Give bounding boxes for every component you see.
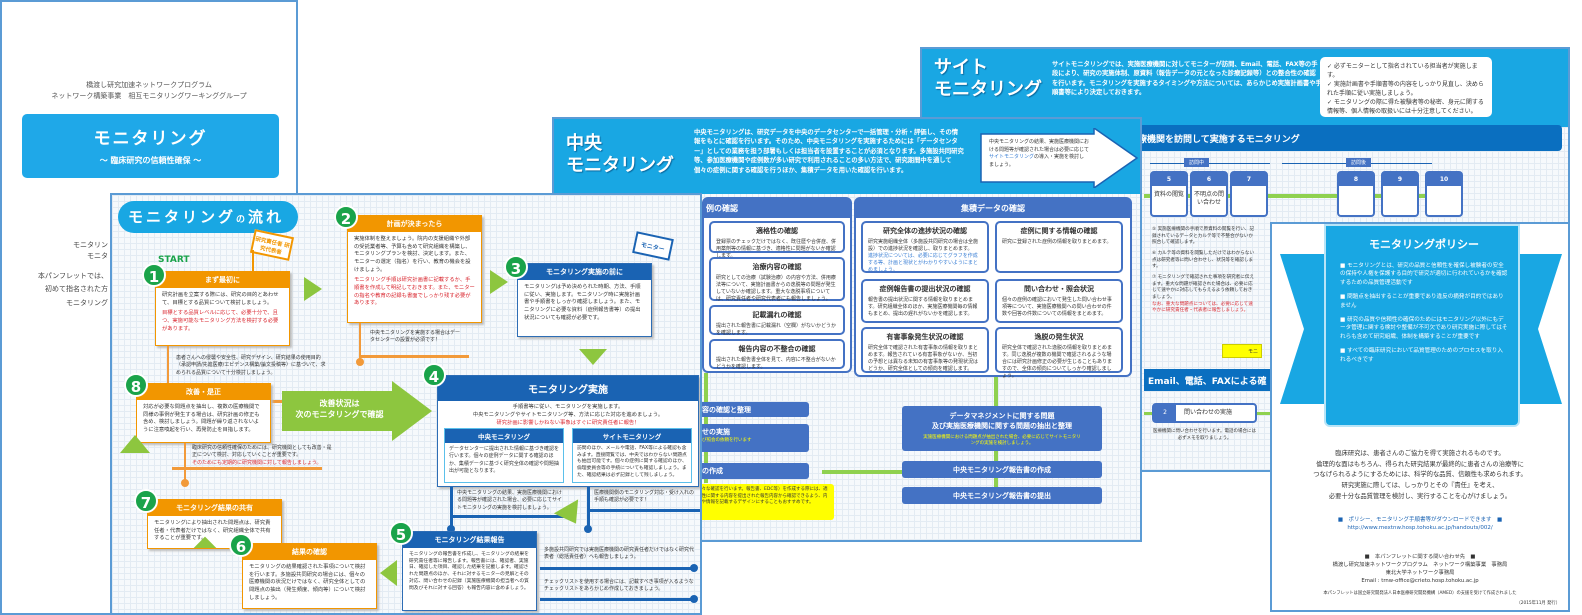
case-confirmation-panel: 例の確認 適格性の確認登録票のチェックだけではなく、既往歴や合併症、併用薬剤等の… [702, 197, 852, 373]
arrow-1-to-2 [304, 277, 322, 301]
aggregate-data-panel: 集積データの確認 研究全体の進捗状況の確認研究実施組織全体（多施設共同研究の場合… [854, 197, 1132, 379]
monitor-flag: モニター [632, 231, 674, 261]
step-7-number: 7 [134, 489, 158, 513]
cover-title: モニタリング [93, 129, 208, 149]
download-info: ■ ポリシー、モニタリング手順書等がダウンロードできます ■ http://ww… [1337, 517, 1503, 532]
step-5-note-1: 多施設共同研究では実施医療機関の研究責任者だけではなく研究代表者（総括責任者）へ… [544, 547, 695, 561]
policy-page: モニタリングポリシー ■ モニタリングとは、研究の品質と信頼性を確保し被験者の安… [1270, 222, 1570, 612]
step-10: 10 [1425, 171, 1463, 217]
data-management-issues: データマネジメントに関する問題及び実施医療機関に関する問題の抽出と整理 実施医療… [902, 406, 1102, 451]
contact-info: ■ 本パンフレットに関する問い合わせ先 ■橋渡し研究加速ネットワークプログラム … [1332, 554, 1508, 584]
publish-date: （2015年11月 発行） [1516, 601, 1560, 606]
report-create-bar-left: の作成 [699, 463, 809, 479]
central-header: 中央モニタリング 中央モニタリングは、研究データを中央のデータセンターで一括管理… [554, 119, 1140, 194]
step-8: 8 [1337, 171, 1375, 217]
flow-title: モニタリングの流れ [118, 201, 298, 233]
arrow-2-to-3 [490, 270, 508, 294]
site-header: サイトモニタリング サイトモニタリングでは、実施医療機関に対してモニターが訪問、… [922, 49, 1568, 127]
inquiry-note: 医療機関に問い合わせを行います。電話の場合には必ずメモを取りましょう。 [1152, 429, 1257, 441]
central-report-create: 中央モニタリング報告書の作成 [902, 461, 1102, 478]
central-title: 中央モニタリング [566, 133, 674, 176]
arrow-5-to-6 [380, 560, 397, 586]
site-monitoring-sub: サイトモニタリング訪問のほか、メールや電話、FAX等による確認も含みます。直接閲… [572, 428, 692, 483]
site-checklist: ✓ 必ずモニターとして指名されている担当者が実施します。✓ 実施計画書や手順書等… [1320, 57, 1492, 117]
step-7-box: モニタリング結果の共有モニタリングにより抽出された問題点は、研究責任者・代表者だ… [147, 499, 282, 549]
step-3-box: モニタリング実施の前にモニタリングは予め決められた時期、方法、手順に従い、実施し… [517, 263, 652, 337]
download-link[interactable]: http://www.mextnw.hosp.tohoku.ac.jp/hand… [1347, 525, 1493, 532]
central-monitoring-sub: 中央モニタリングデータセンターに提出された情報に基づき確認を行います。個々の症例… [444, 428, 564, 483]
step-4-box: モニタリング実施 手順書等に従い、モニタリングを実施します。中央モニタリングやサ… [437, 375, 699, 487]
cover-organization: 橋渡し研究加速ネットワークプログラムネットワーク構築事業 相互モニタリングワーキ… [51, 81, 247, 100]
yellow-tag: モニ [1222, 344, 1262, 358]
central-description: 中央モニタリングは、研究データを中央のデータセンターで一括管理・分析・評価し、そ… [694, 129, 964, 174]
step-9: 9 [1381, 171, 1419, 217]
pi-flag: 研究責任者 研究代表者 [249, 229, 295, 261]
step-5-note-2: チェックリストを使用する場合には、記載すべき事項が入るようなチェックリストをあら… [544, 579, 694, 593]
cover-intro: 本パンフレットでは、初めて指名された方モニタリング [37, 272, 108, 307]
policy-bullets: ■ モニタリングとは、研究の品質と信頼性を確保し被験者の安全の保持や人権を保護す… [1340, 263, 1508, 363]
step-2-number: 2 [334, 205, 358, 229]
site-description: サイトモニタリングでは、実施医療機関に対してモニターが訪問、Email、電話、F… [1052, 61, 1322, 97]
case-organize-bar: 容の確認と整理 [699, 402, 809, 417]
site-title: サイトモニタリング [934, 57, 1042, 100]
step-6-box: 結果の確認モニタリングの結果確認された事項について検討を行います。多施設共同研究… [242, 543, 377, 609]
step-6-number: 6 [229, 533, 253, 557]
start-label: START [158, 255, 190, 265]
cover-sub-heading: モニタリンモニタ [73, 241, 108, 261]
phase-after: 訪問後 [1346, 158, 1372, 167]
step-2-note: 中央モニタリングを実施する場合はデータセンターの設置が必須です！ [370, 330, 461, 344]
policy-title: モニタリングポリシー [1369, 238, 1479, 251]
step-8-note: 臨床研究の信頼性確保のためには、研究機関としても改善・是正について検討、対応して… [192, 445, 332, 466]
step-5-box: モニタリング結果報告モニタリングの報告書を作成し、モニタリングの結果を研究責任者… [402, 531, 537, 611]
central-report-submit: 中央モニタリング報告書の提出 [902, 487, 1102, 504]
step-1-number: 1 [142, 263, 166, 287]
step-2-box: 計画が決まったら実施体制を整えましょう。院内の支援組織や外部の受託業者等、予算も… [347, 215, 482, 323]
improvement-arrow: 改善状況は次のモニタリングで確認 [282, 381, 432, 441]
step-4-number: 4 [422, 363, 446, 387]
email-phone-fax-bar: Email、電話、FAXによる確 [1144, 369, 1270, 391]
step-1-note: 患者さんへの侵襲や安全性、研究デザイン、研究結果の使用目的（承認申請/先進医療/… [176, 355, 326, 376]
step-4-central-note: 中央モニタリングの結果、実施医療機関における問題等が確認された場合、必要に応じて… [457, 490, 563, 511]
policy-body: 臨床研究は、患者さんのご協力を得て実施されるものです。倫理的な面はもちろん、得ら… [1313, 450, 1527, 500]
inquiry-bar: せの実施び照会の依頼を行います [699, 424, 809, 452]
site-monitoring-callout: 中央モニタリングの結果、実施医療機関における問題等が確認された場合は必要に応じて… [979, 128, 1139, 188]
step-8-box: 改善・是正対応が必要な問題点を抽出し、複数の医療機関で同様の事例が発生する場合は… [136, 383, 271, 443]
step-7: 7 [1230, 171, 1268, 217]
step-5-number: 5 [389, 521, 413, 545]
yellow-note: 様々な確認を行います。報告書、EDC等）を作成する際には、適格性に関する内容を提… [694, 484, 834, 520]
step-3-number: 3 [504, 255, 528, 279]
policy-banner: モニタリングポリシー ■ モニタリングとは、研究の品質と信頼性を確保し被験者の安… [1324, 224, 1520, 427]
support-note: 本パンフレットは国立研究開発法人日本医療研究開発機構（AMED）の支援を受けて作… [1323, 591, 1517, 596]
cover-subtitle: ～ 臨床研究の信頼性確保 ～ [99, 156, 202, 165]
step-8-number: 8 [124, 373, 148, 397]
step-1-box: まず最初に研究計画を立案する際には、研究の目的とあわせて、目標とする品質について… [155, 271, 290, 346]
monitoring-flow-page: モニタリングの流れ 研究責任者 研究代表者 モニター START まず最初に研究… [110, 193, 702, 615]
arrow-7-to-8 [120, 435, 150, 453]
arrow-3-to-4 [579, 349, 607, 365]
visit-monitoring-bar: 療機関を訪問して実施するモニタリング [1112, 125, 1562, 151]
step-4-site-note: 医療機関側のモニタリング対応・受け入れの手順も確認が必要です！ [594, 490, 695, 504]
phase-during: 訪問中 [1184, 158, 1210, 167]
cover-title-box: モニタリング ～ 臨床研究の信頼性確保 ～ [22, 114, 279, 178]
step-notes: ⑤ 実施医療機関の手順で原資料の閲覧を行い、記録されているデータとカルテ等で不整… [1152, 227, 1255, 314]
